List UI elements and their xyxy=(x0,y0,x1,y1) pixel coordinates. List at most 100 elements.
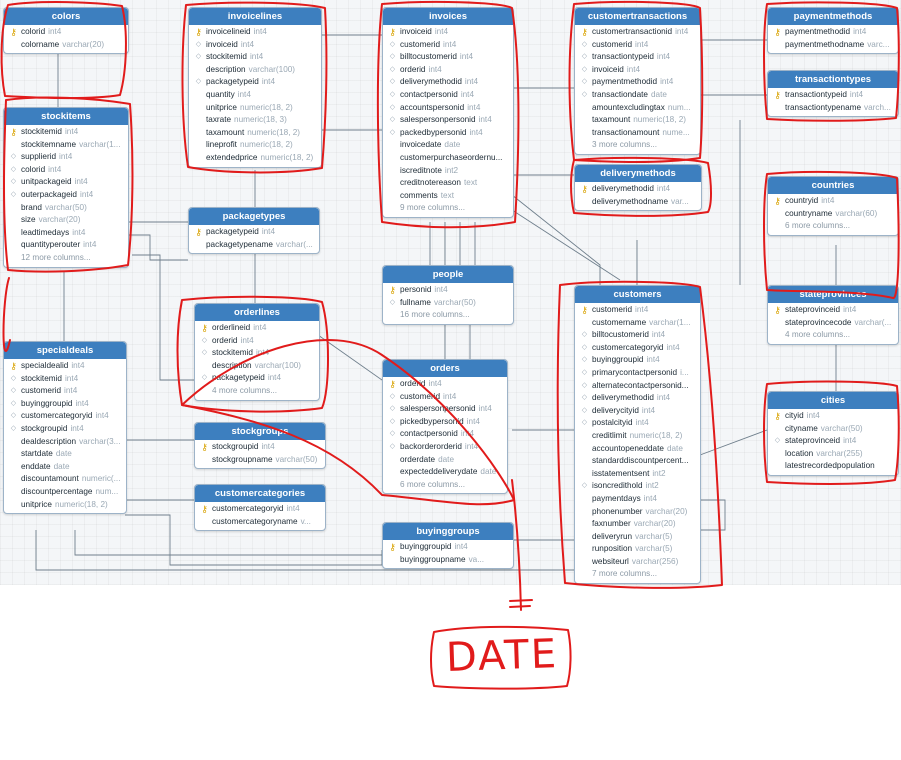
entity-customertransactions[interactable]: customertransactions⚷customertransaction… xyxy=(574,7,701,155)
field-row[interactable]: customerpurchaseordernu... xyxy=(383,152,513,165)
field-row[interactable]: standarddiscountpercent... xyxy=(575,455,700,468)
entity-title[interactable]: stockgroups xyxy=(195,423,325,440)
entity-title[interactable]: customercategories xyxy=(195,485,325,502)
entity-title[interactable]: people xyxy=(383,266,513,283)
field-row[interactable]: latestrecordedpopulation xyxy=(768,460,898,473)
more-columns-link[interactable]: 6 more columns... xyxy=(400,479,466,489)
more-columns-link[interactable]: 7 more columns... xyxy=(592,569,658,579)
entity-title[interactable]: deliverymethods xyxy=(575,165,701,182)
field-row[interactable]: ◇alternatecontactpersonid... xyxy=(575,380,700,393)
more-columns-link[interactable]: 6 more columns... xyxy=(785,221,851,231)
entity-title[interactable]: customers xyxy=(575,286,700,303)
entity-title[interactable]: packagetypes xyxy=(189,208,319,225)
entity-title[interactable]: customertransactions xyxy=(575,8,700,25)
entity-title[interactable]: invoices xyxy=(383,8,513,25)
entity-title[interactable]: orders xyxy=(383,360,507,377)
entity-title[interactable]: transactiontypes xyxy=(768,71,898,88)
